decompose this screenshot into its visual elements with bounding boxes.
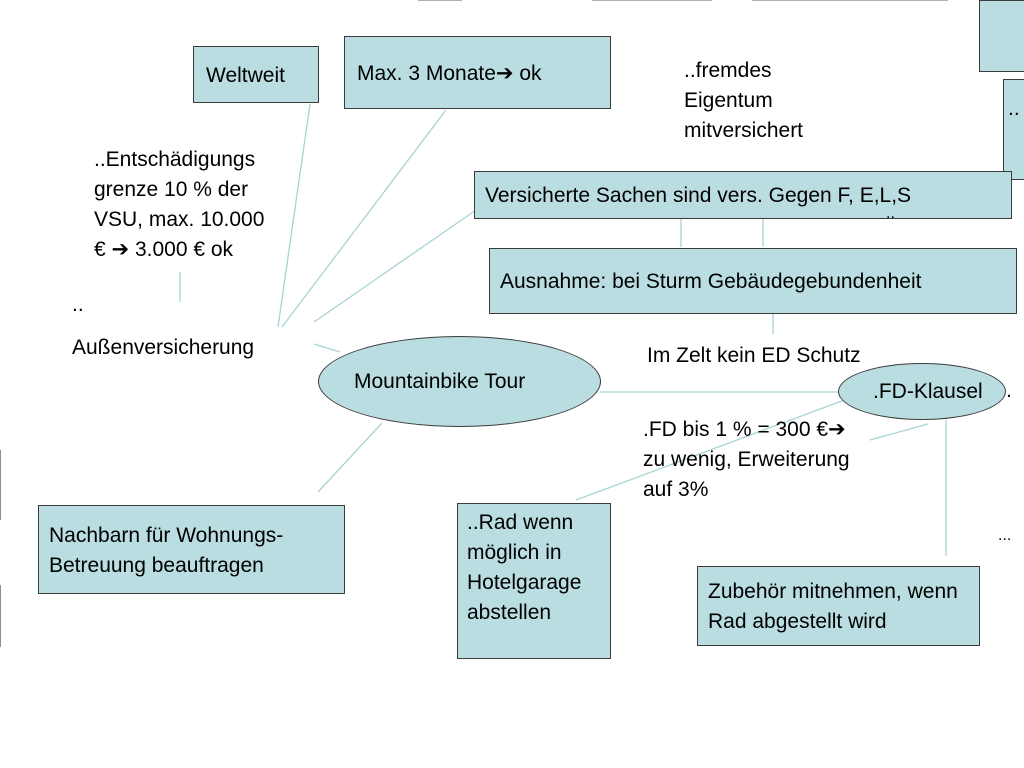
node-ausnahme: Ausnahme: bei Sturm Gebäudegebundenheit xyxy=(489,248,1017,314)
node-zelt: Im Zelt kein ED Schutz xyxy=(647,344,861,367)
connector-center-nachbarn xyxy=(317,422,383,493)
node-zubehoer-label: Zubehör mitnehmen, wenn Rad abgestellt w… xyxy=(708,580,958,633)
node-center-label: Mountainbike Tour xyxy=(354,370,526,393)
node-fd-klausel-label: .FD-Klausel xyxy=(873,380,983,403)
connector-weltweit xyxy=(277,103,311,328)
connector-aussen-center xyxy=(313,343,341,353)
node-weltweit-label: Weltweit xyxy=(206,64,285,87)
left-edge-line-2 xyxy=(0,585,1,647)
node-center-mountainbike-tour: Mountainbike Tour xyxy=(318,336,601,427)
node-monate-label: Max. 3 Monate➔ ok xyxy=(357,62,542,85)
node-rad: ..Rad wenn möglich in Hotelgarage abstel… xyxy=(457,503,611,659)
node-fd-klausel-dot: . xyxy=(1006,379,1012,402)
node-fd-bis: .FD bis 1 % = 300 €➔ zu wenig, Erweiteru… xyxy=(643,418,850,501)
top-edge-line-2 xyxy=(592,0,712,1)
node-nachbarn: Nachbarn für Wohnungs- Betreuung beauftr… xyxy=(38,505,345,594)
edge-box-dots: .. xyxy=(1008,97,1020,120)
connector-fd-fdbis xyxy=(869,423,929,441)
node-dots-right: ... xyxy=(998,527,1012,544)
edge-box-middle: .. xyxy=(1003,79,1024,180)
left-edge-line-1 xyxy=(0,450,1,520)
node-nachbarn-label: Nachbarn für Wohnungs- Betreuung beauftr… xyxy=(49,524,284,577)
connector-fd-rad xyxy=(575,391,867,501)
top-edge-line-1 xyxy=(418,0,462,1)
node-entschaedigung: ..Entschädigungs grenze 10 % der VSU, ma… xyxy=(94,148,265,261)
node-monate: Max. 3 Monate➔ ok xyxy=(344,36,611,109)
node-rad-label: ..Rad wenn möglich in Hotelgarage abstel… xyxy=(467,511,582,624)
node-aussenversicherung: Außenversicherung xyxy=(72,336,255,359)
connector-monate xyxy=(281,109,447,328)
edge-box-top xyxy=(979,0,1024,72)
node-ausnahme-label: Ausnahme: bei Sturm Gebäudegebundenheit xyxy=(500,270,922,293)
node-zubehoer: Zubehör mitnehmen, wenn Rad abgestellt w… xyxy=(697,566,980,646)
connector-versicherte xyxy=(313,209,477,323)
node-weltweit: Weltweit xyxy=(193,46,319,103)
node-versicherte: Versicherte Sachen sind vers. Gegen F, E… xyxy=(474,171,1012,219)
node-versicherte-label: Versicherte Sachen sind vers. Gegen F, E… xyxy=(485,184,912,207)
node-versicherte-dots: .. xyxy=(886,205,895,222)
node-fremdes: ..fremdes Eigentum mitversichert xyxy=(684,59,804,142)
node-dots-left: .. xyxy=(72,293,84,316)
node-fd-klausel: .FD-Klausel xyxy=(838,363,1006,420)
top-edge-line-3 xyxy=(752,0,948,1)
